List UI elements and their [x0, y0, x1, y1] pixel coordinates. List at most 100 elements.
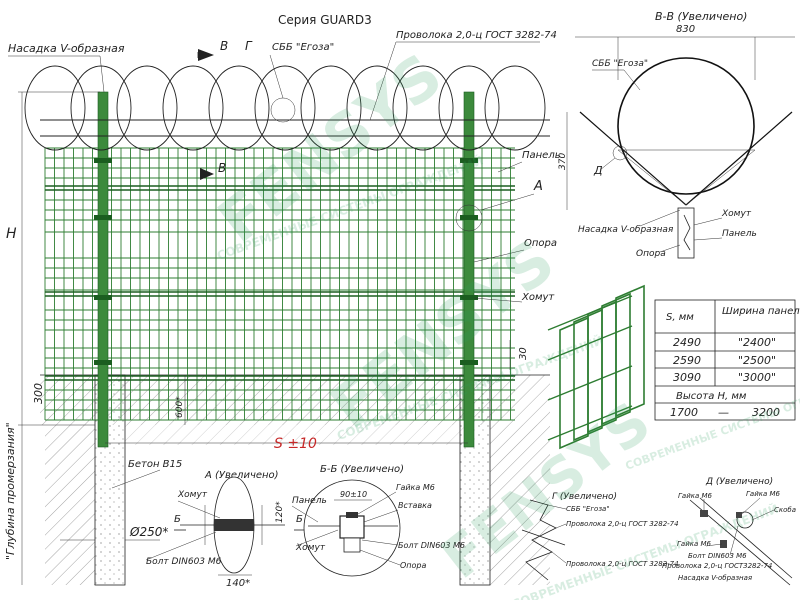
label-detail-a: A: [533, 179, 543, 194]
detail-g-sbb: СББ "Егоза": [566, 505, 610, 513]
vv-d-mark: Д: [593, 164, 603, 177]
vv-coil: [617, 57, 755, 195]
table-height-min: 1700: [670, 406, 698, 419]
post-clamps: [94, 158, 478, 365]
razor-loop: [484, 65, 546, 151]
detail-a-dim-120: 120*: [275, 501, 285, 523]
detail-d-title: Д (Увеличено): [705, 477, 773, 487]
watermark-brand-1: FENSYS: [206, 41, 456, 258]
panel-3d-wire: [573, 308, 603, 442]
table-cell-s-2: 3090: [673, 371, 701, 384]
razor-loop: [346, 65, 408, 151]
dim-30: 30: [518, 347, 529, 360]
detail-a-b-right: Б: [296, 514, 303, 525]
detail-d-bolt: Болт DIN603 М6: [688, 552, 747, 560]
vv-homut: Хомут: [721, 209, 752, 219]
vv-dim-830: 830: [676, 24, 695, 35]
detail-bb-dim: 90±10: [340, 490, 367, 499]
detail-a-circle: [455, 204, 483, 232]
vv-sbb: СББ "Егоза": [592, 59, 648, 69]
series-title: Серия GUARD3: [278, 13, 372, 27]
detail-d-nasadka: Насадка V-образная: [678, 574, 752, 582]
table-cell-w-1: "2500": [738, 354, 776, 367]
table-cell-w-2: "3000": [738, 371, 776, 384]
vv-title: В-В (Увеличено): [655, 10, 747, 23]
soil-hatch-left: [45, 425, 95, 585]
razor-wire: [24, 65, 546, 151]
panel-3d-horizontal: [547, 295, 633, 441]
soil-hatch-right: [490, 425, 550, 585]
section-mark-g: Г: [245, 39, 253, 53]
razor-loop: [116, 65, 178, 151]
concrete-label: Бетон В15: [128, 459, 182, 470]
vv-arm-right: [685, 111, 793, 206]
clamp: [460, 215, 478, 220]
section-mark-b-top: B: [220, 39, 228, 53]
table-height-max: 3200: [752, 406, 780, 419]
table-header-width-text: Ширина панели, мм: [722, 306, 800, 317]
razor-loop: [392, 65, 454, 151]
post-left: [97, 91, 109, 448]
size-table: S, мм Ширина панели, мм 2490 "2400" 2590…: [654, 299, 800, 421]
vv-arm-left: [579, 111, 687, 206]
post-right: [463, 91, 475, 448]
razor-loop: [162, 65, 224, 151]
detail-g-wire1: Проволока 2,0-ц ГОСТ 3282-74: [566, 520, 679, 528]
table-cell-s-1: 2590: [673, 354, 701, 367]
razor-loop: [438, 65, 500, 151]
section-mark-b-bottom: B: [218, 161, 226, 175]
detail-a-homut: Хомут: [177, 490, 208, 500]
detail-d-wire: Проволока 2,0-ц ГОСТ3282-74: [662, 562, 772, 570]
detail-a-dim-140: 140*: [226, 578, 250, 589]
panel-3d-wire: [559, 316, 589, 450]
label-sbb: СББ "Егоза": [272, 42, 334, 53]
detail-d-gaika1: Гайка М6: [678, 492, 713, 500]
detail-bb: Б-Б (Увеличено) 90±10 Панель Хомут Гайка…: [291, 464, 465, 577]
clamp: [460, 360, 478, 365]
label-opora: Опора: [524, 238, 557, 249]
detail-bb-gaika: Гайка М6: [396, 483, 435, 492]
table-height-header: Высота H, мм: [676, 391, 747, 402]
dim-phi250: Ø250*: [129, 525, 168, 539]
detail-a-title: А (Увеличено): [204, 470, 279, 481]
detail-g-title: Г (Увеличено): [552, 492, 617, 502]
dim-s: S ±10: [274, 436, 317, 452]
clamp: [94, 215, 112, 220]
razor-loop: [254, 65, 316, 151]
detail-bb-vstavka: Вставка: [398, 501, 432, 510]
razor-loop: [24, 65, 86, 151]
table-cell-s-0: 2490: [673, 336, 701, 349]
frost-depth-label: "Глубина промерзания": [4, 422, 17, 560]
detail-g-circle: [270, 97, 296, 123]
clamp: [460, 295, 478, 300]
vv-nasadka: Насадка V-образная: [578, 225, 674, 235]
dim-h: H: [6, 226, 17, 242]
detail-bb-homut: Хомут: [295, 543, 326, 553]
soil-hatch-mid: [125, 425, 465, 445]
clamp: [460, 158, 478, 163]
mesh-panel: [44, 147, 515, 421]
vv-dim-370: 370: [558, 153, 568, 170]
detail-d-gaika3: Гайка М6: [677, 540, 712, 548]
razor-loop: [300, 65, 362, 151]
razor-loop: [208, 65, 270, 151]
vv-detail-d-circle: [612, 145, 628, 161]
dim-600: 600*: [175, 396, 185, 418]
label-homut: Хомут: [521, 292, 555, 303]
panel-3d-wire: [615, 284, 645, 418]
label-nasadka: Насадка V-образная: [8, 42, 125, 55]
detail-bb-opora: Опора: [400, 561, 427, 570]
detail-g: Г (Увеличено) СББ "Егоза" Проволока 2,0-…: [521, 492, 679, 581]
detail-a-bolt: Болт DIN603 М6: [146, 557, 222, 567]
label-panel: Панель: [522, 150, 561, 161]
panel-3d-icon: [547, 284, 645, 450]
detail-g-wire2: Проволока 2,0-ц ГОСТ 3282-74: [566, 560, 679, 568]
table-header-s: S, мм: [666, 312, 694, 323]
detail-bb-panel: Панель: [292, 496, 327, 506]
vv-panel: Панель: [722, 229, 757, 239]
detail-d-skoba: Скоба: [774, 506, 796, 514]
detail-a-b-left: Б: [174, 514, 181, 525]
vv-opora: Опора: [636, 249, 666, 259]
table-header-width: Ширина панели, мм: [722, 306, 800, 317]
